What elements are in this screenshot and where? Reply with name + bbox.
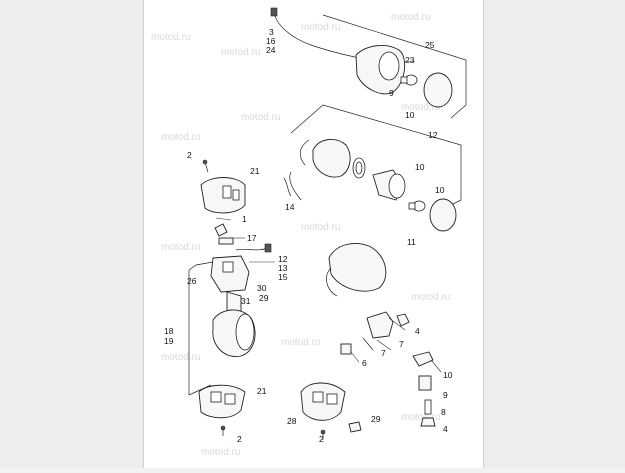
- watermark: motod.ru: [161, 132, 200, 143]
- callout-18: 21: [257, 386, 267, 396]
- callout-19: 17: [247, 233, 257, 243]
- wire-lead: [273, 11, 360, 59]
- callout-21: 14: [285, 202, 295, 212]
- watermark: motod.ru: [221, 47, 260, 58]
- callout-9: 10: [443, 370, 453, 380]
- middle-signal-assembly: [289, 104, 462, 232]
- callout-2: 2: [237, 434, 242, 444]
- watermark: motod.ru: [241, 112, 280, 123]
- housing-opening: [378, 51, 400, 81]
- watermark: motod.ru: [411, 292, 450, 303]
- callout-7: 7: [381, 348, 386, 358]
- watermark: motod.ru: [281, 337, 320, 348]
- watermark: motod.ru: [401, 102, 440, 113]
- watermark: motod.ru: [391, 12, 430, 23]
- mount-stem: [226, 291, 242, 313]
- callout-30: 30: [257, 283, 267, 293]
- callout-3: 3: [269, 27, 274, 37]
- watermark: motod.ru: [161, 352, 200, 363]
- connector: [270, 7, 278, 17]
- screw: [202, 159, 208, 165]
- bulb-base: [400, 76, 408, 84]
- signal-housing: [328, 243, 387, 292]
- mount-block: [366, 311, 394, 339]
- callout-29: 29: [259, 293, 269, 303]
- switch-body: [210, 255, 250, 293]
- watermark: motod.ru: [201, 447, 240, 458]
- callout-26: 28: [287, 416, 297, 426]
- callout-23: 25: [425, 40, 435, 50]
- clamp-piece: [218, 237, 234, 245]
- callout-24: 24: [266, 45, 276, 55]
- callout-16: 16: [266, 36, 276, 46]
- callout-5: 6: [362, 358, 367, 368]
- watermark-layer: motod.ru motod.ru motod.ru motod.ru moto…: [151, 12, 450, 458]
- callout-20: 18: [164, 326, 174, 336]
- callout-2: 2: [319, 434, 324, 444]
- callout-11: 10: [415, 162, 425, 172]
- clip: [214, 223, 228, 237]
- bracket-13: [290, 104, 462, 211]
- nut: [396, 313, 410, 327]
- callout-7: 8: [441, 407, 446, 417]
- nut: [420, 417, 436, 427]
- callout-8: 9: [443, 390, 448, 400]
- signal-housing: [312, 139, 351, 178]
- callout-2: 2: [187, 150, 192, 160]
- upper-signal-assembly: [270, 7, 467, 119]
- watermark: motod.ru: [301, 222, 340, 233]
- callout-13: 12: [428, 130, 438, 140]
- connector: [264, 243, 272, 253]
- lower-right-signal: [326, 243, 436, 427]
- callout-25: 26: [187, 276, 197, 286]
- clip-28: [348, 421, 362, 433]
- callout-6: 7: [399, 339, 404, 349]
- bracket-23: [322, 14, 467, 119]
- watermark: motod.ru: [161, 242, 200, 253]
- callout-4: 4: [443, 424, 448, 434]
- callout-1: 1: [242, 214, 247, 224]
- exploded-parts-diagram: motod.ru motod.ru motod.ru motod.ru moto…: [151, 7, 467, 458]
- bushing: [340, 343, 352, 355]
- callout-17: 21: [250, 166, 260, 176]
- callouts: 3 16 24 25 23 9 10 12 10 10 11 14 2 21 1…: [164, 27, 453, 444]
- callout-12: 10: [405, 110, 415, 120]
- callout-10: 10: [435, 185, 445, 195]
- watermark: motod.ru: [301, 22, 340, 33]
- lever: [412, 351, 434, 367]
- watermark: motod.ru: [401, 412, 440, 423]
- switch-housing-group: [188, 159, 292, 396]
- lower-clamps: [198, 382, 362, 440]
- watermark: motod.ru: [151, 32, 190, 43]
- callout-22: 23: [405, 55, 415, 65]
- callout-27: 19: [164, 336, 174, 346]
- callout-12: 11: [407, 237, 416, 247]
- callout-15: 13: [278, 263, 288, 273]
- lens: [429, 198, 457, 232]
- callout-4: 4: [415, 326, 420, 336]
- callout-21: 15: [278, 272, 288, 282]
- callout-28: 29: [371, 414, 381, 424]
- clamp-18: [198, 384, 246, 419]
- callout-14: 12: [278, 254, 288, 264]
- lens: [423, 72, 453, 108]
- callout-31: 31: [241, 296, 251, 306]
- diagram-sheet: motod.ru motod.ru motod.ru motod.ru moto…: [143, 0, 484, 468]
- callout-10: 9: [389, 88, 394, 98]
- spacer: [418, 375, 432, 391]
- leader-lines: [215, 217, 442, 373]
